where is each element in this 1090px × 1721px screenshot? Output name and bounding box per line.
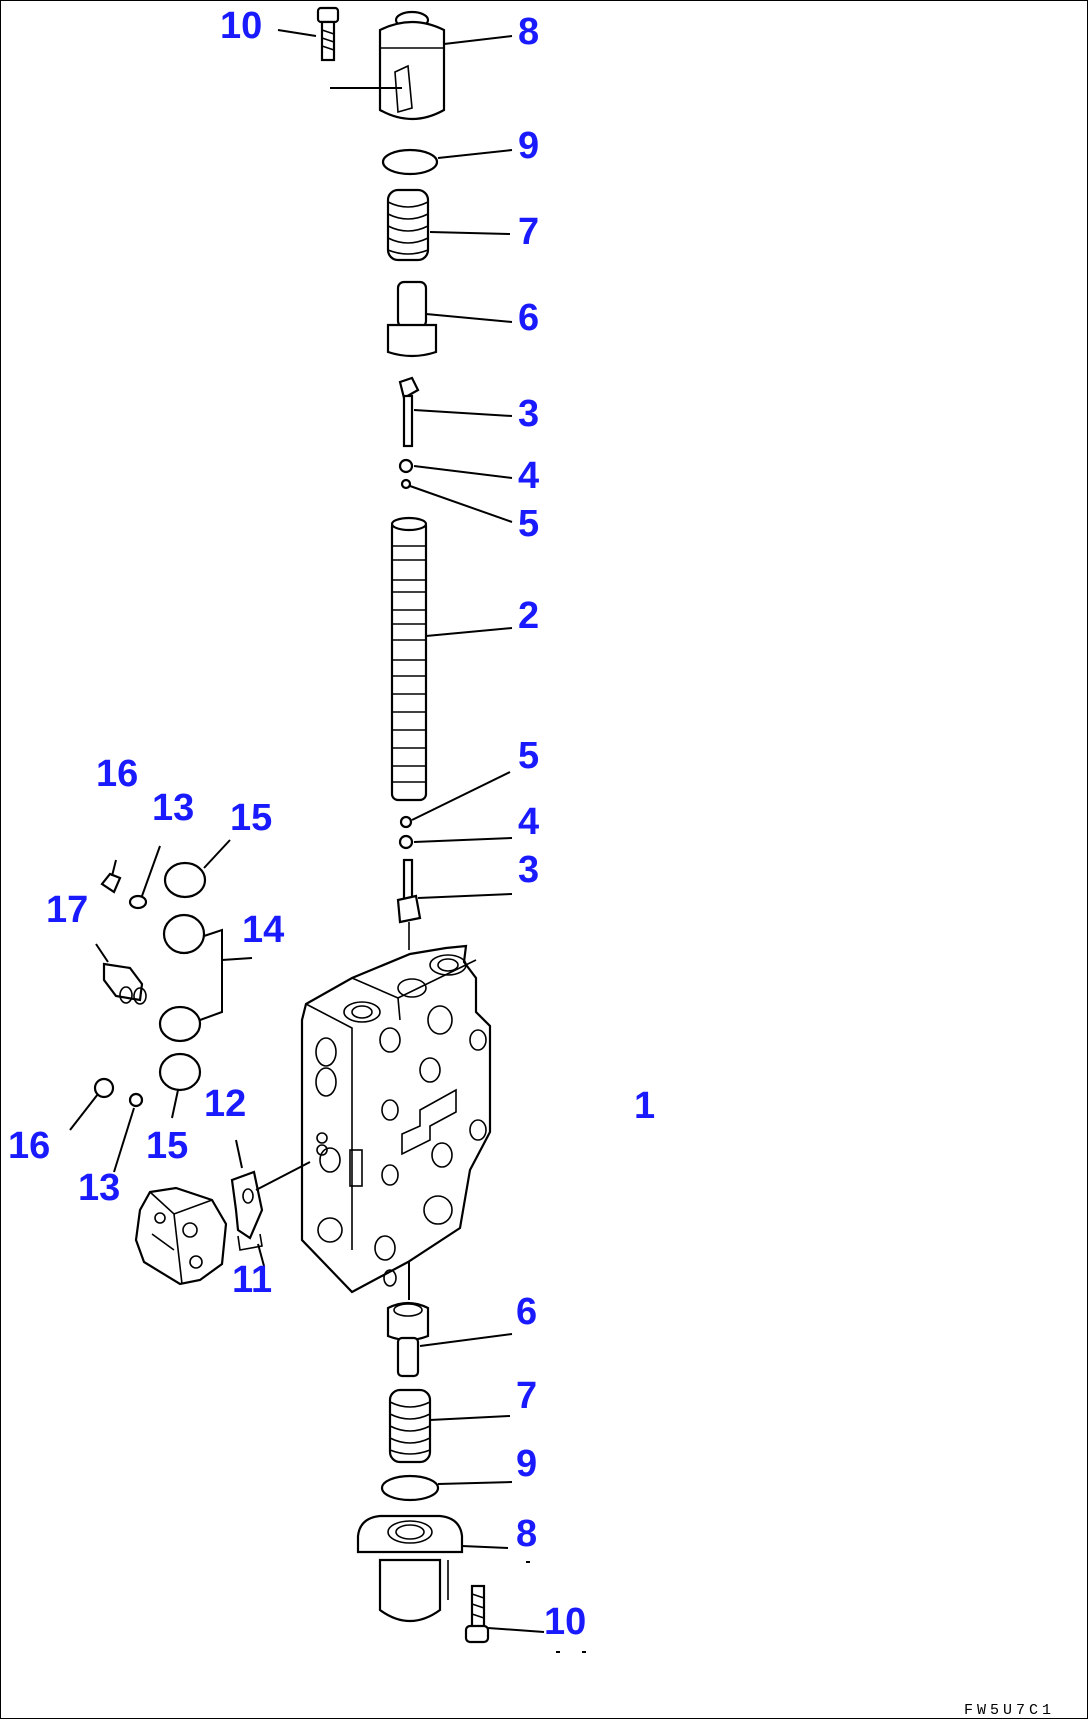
callout-7-top: 7 (518, 211, 539, 253)
o-ring-13-top (128, 894, 148, 910)
callout-8-top: 8 (518, 11, 539, 53)
spring-seat-top (386, 280, 438, 358)
callout-10-bottom: 10 (544, 1601, 586, 1643)
retainer-top (398, 376, 420, 448)
callout-11: 11 (232, 1259, 272, 1301)
spool (390, 516, 428, 802)
o-ring-top (381, 148, 439, 176)
cap-top (378, 10, 446, 120)
callout-15-bottom: 15 (146, 1125, 188, 1167)
callout-9-top: 9 (518, 125, 539, 167)
callout-13-top: 13 (152, 787, 194, 829)
callout-13-bottom: 13 (78, 1167, 120, 1209)
valve-body (300, 944, 492, 1294)
callout-4-top: 4 (518, 455, 539, 497)
o-ring-14-top (162, 913, 206, 955)
o-ring-13-bottom (128, 1092, 144, 1108)
ring-4-mid (398, 834, 414, 850)
cap-bottom (356, 1514, 464, 1622)
callout-9-bottom: 9 (516, 1443, 537, 1485)
gasket-12 (230, 1170, 264, 1251)
callout-5-top: 5 (518, 503, 539, 545)
callout-10-top: 10 (220, 5, 262, 47)
callout-3-mid: 3 (518, 849, 539, 891)
leader-lines (69, 29, 586, 1653)
callout-7-bottom: 7 (516, 1375, 537, 1417)
plug-16-bottom (93, 1077, 115, 1099)
bolt-bottom (464, 1584, 490, 1644)
callout-5-mid: 5 (518, 735, 539, 777)
callout-4-mid: 4 (518, 801, 539, 843)
retainer-mid (396, 858, 422, 950)
callout-15-top: 15 (230, 797, 272, 839)
spring-seat-bottom (386, 1301, 430, 1378)
o-ring-15-bottom (158, 1052, 202, 1092)
callout-3-top: 3 (518, 393, 539, 435)
spring-top (386, 188, 430, 262)
bolt-top (316, 6, 340, 62)
callout-16-top: 16 (96, 753, 138, 795)
callout-2: 2 (518, 595, 539, 637)
callout-8-bottom: 8 (516, 1513, 537, 1555)
plug-17 (102, 962, 147, 1005)
callout-12: 12 (204, 1083, 246, 1125)
o-ring-bottom (380, 1474, 440, 1502)
callout-6-bottom: 6 (516, 1291, 537, 1333)
cover-11 (134, 1186, 228, 1286)
o-ring-14-bottom (158, 1005, 202, 1043)
callout-17: 17 (46, 889, 88, 931)
drawing-code: FW5U7C1 (964, 1702, 1055, 1719)
callout-14: 14 (242, 909, 284, 951)
ring-4-top (398, 458, 414, 474)
ring-5-mid (399, 815, 413, 829)
callout-1: 1 (634, 1085, 655, 1127)
callout-labels: 10 8 9 7 6 3 4 5 2 5 4 3 1 16 13 15 17 1… (8, 5, 655, 1643)
callout-6-top: 6 (518, 297, 539, 339)
plug-16-top (100, 872, 122, 894)
o-ring-15-top (163, 861, 207, 899)
spring-bottom (388, 1388, 432, 1464)
callout-16-bottom: 16 (8, 1125, 50, 1167)
ring-5-top (400, 478, 412, 490)
